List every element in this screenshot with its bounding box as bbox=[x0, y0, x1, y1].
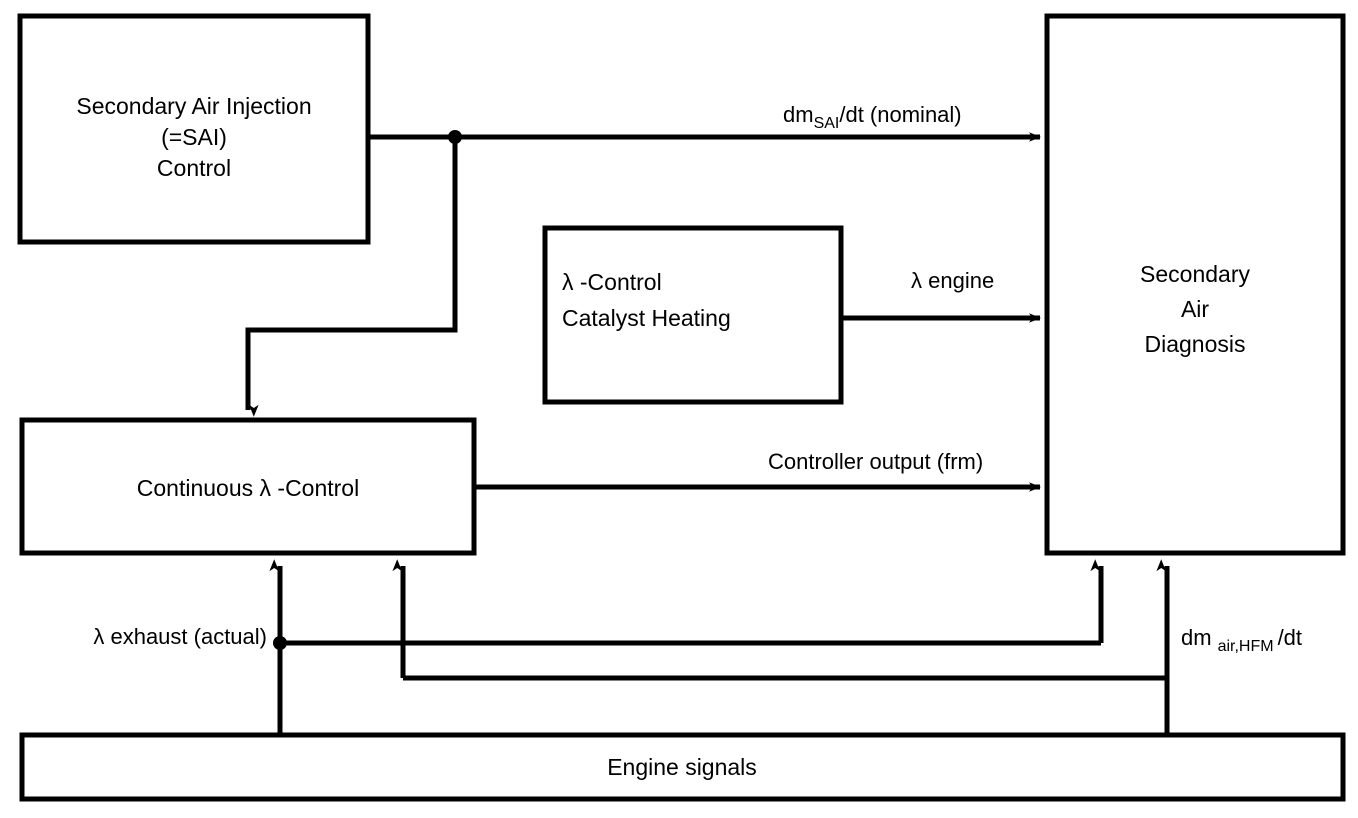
block-sai-control-line1: Secondary Air Injection bbox=[76, 93, 311, 119]
block-sai-control-rect bbox=[17, 13, 371, 245]
block-secondary-air-diagnosis-rect bbox=[1044, 13, 1346, 556]
block-continuous-lambda-control-rect bbox=[19, 417, 477, 556]
block-continuous-lambda-control-line1: Continuous λ -Control bbox=[137, 475, 359, 501]
label-dm-sai-subscript: SAI bbox=[814, 115, 840, 132]
block-sai-control[interactable]: Secondary Air Injection (=SAI) Control bbox=[17, 13, 371, 245]
block-lambda-control-catalyst-heating[interactable]: λ -Control Catalyst Heating bbox=[542, 225, 844, 405]
label-lambda-engine: λ engine bbox=[911, 268, 994, 293]
block-secondary-air-diagnosis-line3: Diagnosis bbox=[1145, 331, 1246, 357]
label-dm-sai-dt-nominal: dmSAI/dt (nominal) bbox=[783, 102, 962, 132]
label-dm-sai-base: dm bbox=[783, 102, 814, 127]
label-dm-sai-tail: /dt (nominal) bbox=[839, 102, 961, 127]
block-engine-signals-line1: Engine signals bbox=[607, 754, 757, 780]
label-dm-air-tail: /dt bbox=[1278, 625, 1302, 650]
block-engine-signals[interactable]: Engine signals bbox=[19, 732, 1346, 802]
label-dm-air-subscript: air,HFM bbox=[1218, 638, 1274, 655]
label-dm-air-hfm-dt: dm air,HFM/dt bbox=[1181, 625, 1302, 655]
label-controller-output-frm: Controller output (frm) bbox=[768, 449, 983, 474]
block-sai-control-line2: (=SAI) bbox=[161, 124, 227, 150]
block-engine-signals-rect bbox=[19, 732, 1346, 802]
block-lambda-control-catalyst-heating-rect bbox=[542, 225, 844, 405]
block-secondary-air-diagnosis-line1: Secondary bbox=[1140, 261, 1250, 287]
label-lambda-exhaust-actual: λ exhaust (actual) bbox=[93, 624, 267, 649]
junction-dot-lambda-exhaust bbox=[273, 636, 287, 650]
block-sai-control-line3: Control bbox=[157, 155, 231, 181]
block-secondary-air-diagnosis[interactable]: Secondary Air Diagnosis bbox=[1044, 13, 1346, 556]
junction-dot-sai bbox=[448, 130, 462, 144]
block-lambda-control-catalyst-heating-line2: Catalyst Heating bbox=[562, 305, 731, 331]
block-continuous-lambda-control[interactable]: Continuous λ -Control bbox=[19, 417, 477, 556]
label-dm-air-base: dm bbox=[1181, 625, 1212, 650]
block-secondary-air-diagnosis-line2: Air bbox=[1181, 296, 1209, 322]
wire-sai-branch-to-continuous-lambda-control bbox=[245, 137, 458, 417]
block-lambda-control-catalyst-heating-line1: λ -Control bbox=[562, 269, 662, 295]
